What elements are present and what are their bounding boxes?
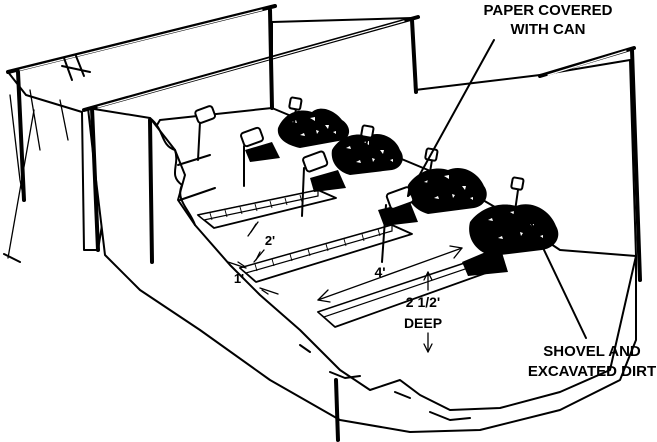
shovel-callout-leader — [523, 207, 587, 339]
paper-callout-leader — [407, 39, 495, 197]
trench-2 — [238, 224, 413, 283]
shovel-label-line2: EXCAVATED DIRT — [528, 363, 656, 380]
width-dimension-label: 1' — [234, 271, 244, 286]
paper-covered-label-line1: PAPER COVERED — [484, 2, 613, 19]
dirt-pile-4 — [462, 204, 559, 276]
spacing-dimension-label: 2' — [265, 233, 275, 248]
trench-1 — [196, 189, 337, 229]
paper-callout-arrowhead — [407, 183, 419, 197]
shovel-4 — [510, 176, 525, 233]
length-dimension-label: 4' — [374, 264, 385, 280]
dimension-lines — [227, 221, 463, 353]
dirt-pile-2 — [310, 133, 403, 192]
front-screen — [87, 107, 637, 433]
ground-edge-lines — [177, 154, 216, 201]
dirt-pile-3 — [378, 167, 487, 226]
paper-holder-3 — [301, 150, 329, 217]
shovel-2 — [360, 124, 375, 169]
paper-covered-label-line2: WITH CAN — [511, 21, 586, 38]
shovel-label-line1: SHOVEL AND — [543, 343, 641, 360]
depth-word-label: DEEP — [404, 315, 442, 331]
frame-poles — [3, 4, 642, 442]
paper-holder-2 — [240, 126, 264, 187]
paper-holder-1 — [194, 105, 217, 161]
shovel-1 — [288, 96, 303, 141]
shovel-callout-arrowhead — [521, 207, 533, 221]
depth-value-label: 2 1/2' — [406, 294, 440, 310]
